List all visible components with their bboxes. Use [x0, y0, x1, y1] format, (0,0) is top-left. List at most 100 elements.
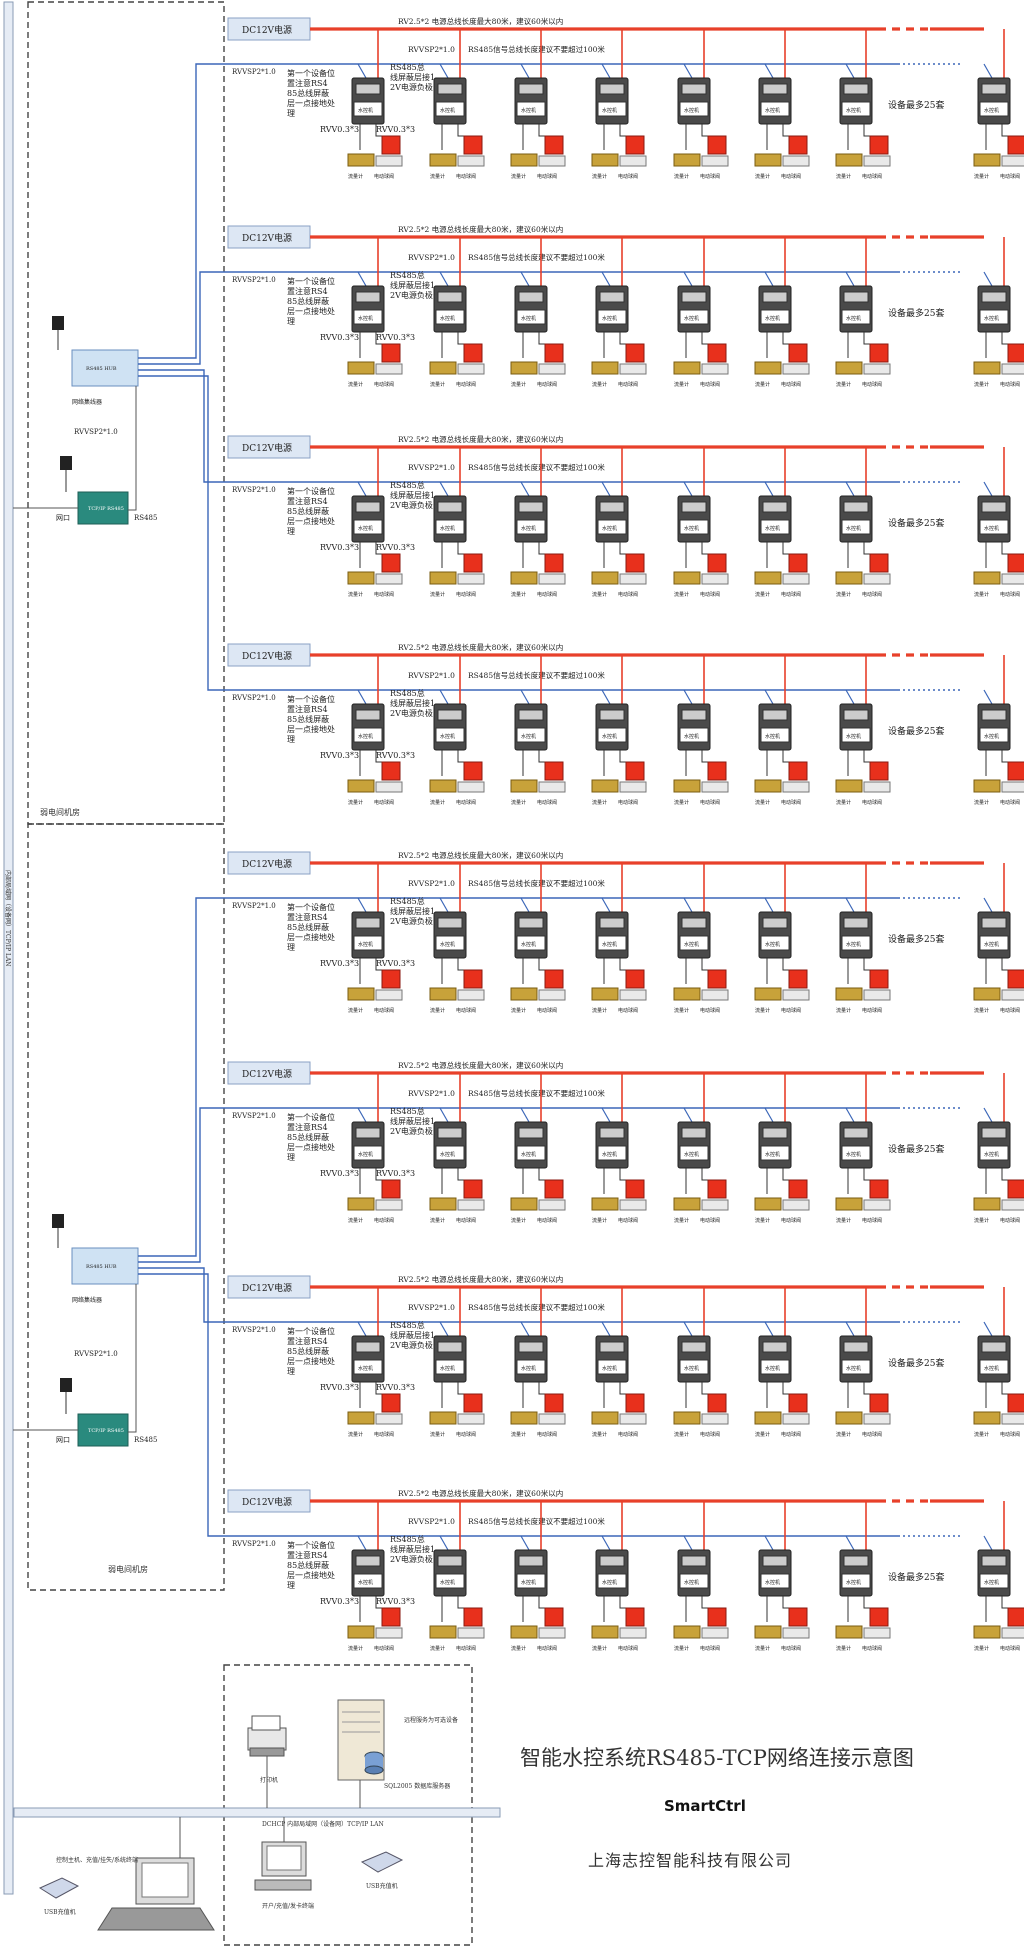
controller-label-plate: [435, 101, 465, 117]
valve-label: 电动球阀: [537, 1217, 557, 1224]
valve-actuator: [1007, 761, 1024, 781]
converter-text: TCP/IP RS485: [88, 506, 124, 512]
wire-to-valve: [782, 542, 795, 555]
controller-label: 水控机: [846, 107, 861, 114]
power-note: RV2.5*2 电源总线长度最大80米，建议60米以内: [398, 434, 563, 444]
flowmeter-label: 流量计: [674, 591, 689, 598]
signal-drop: [845, 689, 855, 705]
printer-icon: [247, 1715, 287, 1757]
lan-backbone-label: 内部局域网（设备网）TCP/IP LAN: [4, 870, 12, 967]
flowmeter-body: [673, 779, 701, 793]
wire-to-valve: [538, 750, 551, 763]
valve-body: [375, 573, 403, 585]
water-controller-unit: 水控机流量计电动球阀: [754, 655, 810, 806]
valve-actuator: [381, 761, 401, 781]
valve-actuator: [544, 969, 564, 989]
valve-label: 电动球阀: [700, 1217, 720, 1224]
valve-actuator: [544, 343, 564, 363]
valve-label: 电动球阀: [781, 799, 801, 806]
valve-body: [538, 1627, 566, 1639]
valve-label: 电动球阀: [456, 1217, 476, 1224]
controller-label-plate: [435, 309, 465, 325]
valve-actuator: [788, 1607, 808, 1627]
flowmeter-label: 流量计: [674, 381, 689, 388]
power-note: RV2.5*2 电源总线长度最大80米，建议60米以内: [398, 1274, 563, 1284]
controller-display: [518, 501, 544, 513]
valve-body: [782, 1413, 810, 1425]
rs485-note: RS485信号总线长度建议不要超过100米: [468, 878, 605, 888]
controller-label-plate: [979, 727, 1009, 743]
flowmeter-label: 流量计: [511, 799, 526, 806]
controller-label: 水控机: [765, 315, 780, 322]
psu-label: DC12V电源: [242, 858, 292, 870]
flowmeter-body: [754, 153, 782, 167]
controller-label-plate: [353, 727, 383, 743]
flowmeter-body: [429, 571, 457, 585]
water-controller-unit: 水控机流量计电动球阀: [754, 1501, 810, 1652]
flowmeter-body: [429, 987, 457, 1001]
controller-label-plate: [597, 1145, 627, 1161]
valve-label: 电动球阀: [537, 1431, 557, 1438]
valve-body: [538, 155, 566, 167]
flowmeter-body: [673, 987, 701, 1001]
controller-display: [437, 83, 463, 95]
controller-label-plate: [597, 101, 627, 117]
valve-actuator: [381, 135, 401, 155]
water-controller-unit: 水控机流量计电动球阀: [591, 237, 647, 388]
wire-to-valve: [538, 958, 551, 971]
flowmeter-body: [429, 361, 457, 375]
wire-to-valve: [701, 332, 714, 345]
wire-label-a: RVV0.3*3: [320, 1383, 359, 1392]
water-controller-unit: 水控机流量计电动球阀: [510, 237, 566, 388]
controller-label: 水控机: [684, 1151, 699, 1158]
water-controller-unit: 水控机流量计电动球阀: [510, 447, 566, 598]
valve-actuator: [544, 1607, 564, 1627]
valve-label: 电动球阀: [700, 173, 720, 180]
valve-actuator: [625, 1393, 645, 1413]
valve-label: 电动球阀: [456, 799, 476, 806]
water-controller-unit: 水控机流量计电动球阀: [673, 237, 729, 388]
signal-drop: [764, 1107, 774, 1123]
controller-display: [843, 1555, 869, 1567]
controller-label: 水控机: [521, 107, 536, 114]
water-controller-unit: 水控机流量计电动球阀: [429, 1501, 485, 1652]
controller-label-plate: [597, 1359, 627, 1375]
valve-body: [863, 1413, 891, 1425]
controller-label: 水控机: [984, 1151, 999, 1158]
valve-body: [782, 573, 810, 585]
controller-label: 水控机: [684, 1579, 699, 1586]
wire-to-valve: [538, 124, 551, 137]
water-controller-unit: 水控机流量计电动球阀: [510, 863, 566, 1014]
signal-drop: [439, 63, 449, 79]
valve-label: 电动球阀: [862, 1007, 882, 1014]
valve-label: 电动球阀: [456, 173, 476, 180]
controller-label: 水控机: [440, 1579, 455, 1586]
signal-drop: [439, 1321, 449, 1337]
valve-actuator: [625, 1179, 645, 1199]
controller-label-plate: [435, 935, 465, 951]
rs485-cable-label: RVVSP2*1.0: [408, 1517, 455, 1526]
max-devices-note: 设备最多25套: [888, 307, 944, 319]
rs485-note: RS485信号总线长度建议不要超过100米: [468, 670, 605, 680]
rs485-hub-box-text: RS485 HUB: [86, 1264, 117, 1270]
controller-label-plate: [435, 1145, 465, 1161]
valve-actuator: [707, 1393, 727, 1413]
valve-label: 电动球阀: [618, 799, 638, 806]
wire-to-valve: [863, 1168, 876, 1181]
valve-label: 电动球阀: [456, 381, 476, 388]
hub-trunk-line: [138, 369, 360, 483]
server-note: 远程服务为可选设备: [404, 1716, 458, 1724]
valve-body: [701, 989, 729, 1001]
signal-drop: [520, 481, 530, 497]
controller-display: [599, 709, 625, 721]
flowmeter-label: 流量计: [974, 1007, 989, 1014]
valve-actuator: [625, 969, 645, 989]
controller-label-plate: [516, 1145, 546, 1161]
controller-display: [681, 83, 707, 95]
controller-label-plate: [841, 1573, 871, 1589]
controller-label: 水控机: [358, 1579, 373, 1586]
